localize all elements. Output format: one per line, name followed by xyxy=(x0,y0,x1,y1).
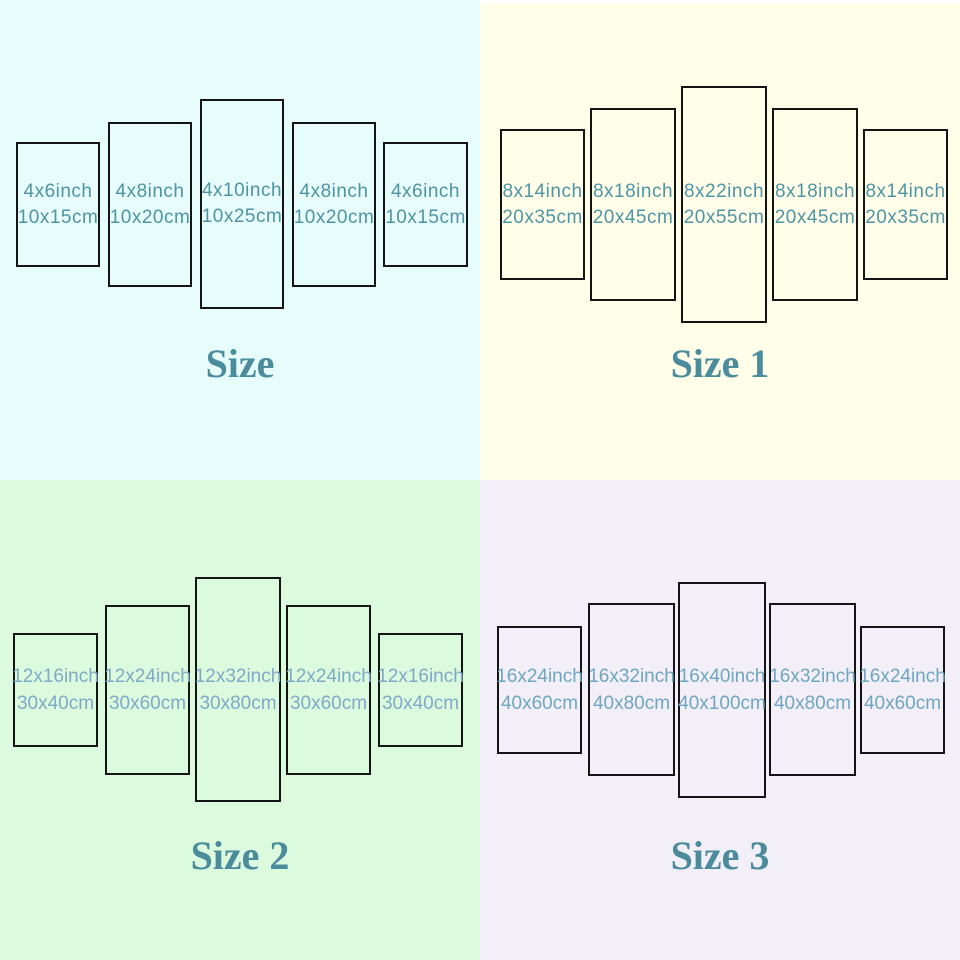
panel-inch-line: 12x16inch xyxy=(377,666,464,687)
panel-inch-line: 4x8inch xyxy=(115,180,185,202)
panel-size-label: 16x24inch 40x60cm xyxy=(859,663,946,717)
canvas-panel: 16x24inch 40x60cm xyxy=(496,626,583,754)
panel-cm-line: 20x35cm xyxy=(502,206,583,228)
panel-size-label: 12x32inch 30x80cm xyxy=(195,663,282,717)
panel-inch-line: 12x32inch xyxy=(194,665,282,687)
canvas-panel: 12x16inch 30x40cm xyxy=(12,633,99,747)
canvas-panel: 4x8inch 10x20cm xyxy=(292,122,376,287)
panel-inch-line: 4x6inch xyxy=(390,180,460,202)
panel-cm-line: 40x100cm xyxy=(678,693,766,714)
panel-inch-line: 8x14inch xyxy=(865,180,946,202)
canvas-panel: 16x32inch 40x80cm xyxy=(769,603,856,776)
panel-cm-line: 30x40cm xyxy=(381,693,460,714)
canvas-panel: 16x24inch 40x60cm xyxy=(859,626,946,754)
panel-cm-line: 40x60cm xyxy=(500,693,579,714)
top-white-strip xyxy=(480,0,960,4)
canvas-panel: 12x24inch 30x60cm xyxy=(104,605,191,775)
panel-size-label: 4x10inch 10x25cm xyxy=(202,178,283,230)
panel-inch-line: 4x10inch xyxy=(201,180,283,201)
panel-cm-line: 40x60cm xyxy=(863,693,942,714)
panel-size-label: 8x18inch 20x45cm xyxy=(593,179,674,231)
quadrant-title: Size 3 xyxy=(670,833,770,878)
quadrant-size-2: 12x16inch 30x40cm 12x24inch 30x60cm 12x3… xyxy=(0,480,480,960)
canvas-panel: 8x14inch 20x35cm xyxy=(863,129,948,280)
quadrant-title: Size 2 xyxy=(190,833,290,878)
panel-cm-line: 30x40cm xyxy=(16,693,95,714)
panel-size-label: 16x32inch 40x80cm xyxy=(588,663,675,717)
panel-inch-line: 4x6inch xyxy=(23,180,93,202)
canvas-panel: 12x24inch 30x60cm xyxy=(285,605,372,775)
canvas-panel: 4x10inch 10x25cm xyxy=(200,99,284,309)
panel-inch-line: 16x24inch xyxy=(496,666,583,687)
panel-cm-line: 10x20cm xyxy=(293,206,375,228)
canvas-panel: 12x32inch 30x80cm xyxy=(195,577,281,802)
panel-size-label: 12x16inch 30x40cm xyxy=(377,663,464,717)
panel-inch-line: 12x24inch xyxy=(104,666,191,687)
panel-size-label: 16x40inch 40x100cm xyxy=(678,663,766,717)
quadrant-size-3: 16x24inch 40x60cm 16x32inch 40x80cm 16x4… xyxy=(480,480,960,960)
panel-inch-line: 16x32inch xyxy=(588,665,675,687)
panel-inch-line: 16x32inch xyxy=(769,665,856,687)
canvas-panel: 12x16inch 30x40cm xyxy=(377,633,464,747)
panel-cm-line: 30x80cm xyxy=(199,692,277,714)
canvas-panel: 16x40inch 40x100cm xyxy=(678,582,766,798)
panel-cm-line: 10x25cm xyxy=(201,206,283,227)
panel-size-label: 12x16inch 30x40cm xyxy=(12,663,99,717)
panel-size-label: 4x8inch 10x20cm xyxy=(294,179,375,231)
canvas-panel: 8x14inch 20x35cm xyxy=(500,129,585,280)
canvas-panel: 4x8inch 10x20cm xyxy=(108,122,192,287)
quadrant-title: Size xyxy=(205,341,275,386)
panel-size-label: 8x14inch 20x35cm xyxy=(502,179,583,231)
panel-inch-line: 8x18inch xyxy=(592,180,674,202)
canvas-panel: 8x18inch 20x45cm xyxy=(772,108,858,301)
panel-inch-line: 16x24inch xyxy=(859,666,946,687)
panel-cm-line: 10x20cm xyxy=(109,206,191,228)
panel-inch-line: 8x22inch xyxy=(683,180,765,202)
panel-cm-line: 30x60cm xyxy=(289,693,368,714)
canvas-panel: 4x6inch 10x15cm xyxy=(16,142,100,267)
panel-inch-line: 4x8inch xyxy=(299,180,369,202)
panel-inch-line: 12x16inch xyxy=(12,666,99,687)
panel-size-label: 12x24inch 30x60cm xyxy=(104,663,191,717)
panel-inch-line: 12x24inch xyxy=(285,666,372,687)
canvas-panel: 8x22inch 20x55cm xyxy=(681,86,767,323)
panel-size-label: 12x24inch 30x60cm xyxy=(285,663,372,717)
panel-size-label: 16x32inch 40x80cm xyxy=(769,663,856,717)
panel-cm-line: 40x80cm xyxy=(773,692,852,714)
panel-cm-line: 40x80cm xyxy=(592,692,671,714)
panel-cm-line: 10x15cm xyxy=(385,206,466,228)
panel-cm-line: 20x35cm xyxy=(865,206,946,228)
quadrant-title: Size 1 xyxy=(670,341,770,386)
panel-inch-line: 8x18inch xyxy=(774,180,856,202)
panel-cm-line: 20x55cm xyxy=(683,206,765,228)
panel-size-label: 8x14inch 20x35cm xyxy=(865,179,946,231)
panel-size-label: 8x22inch 20x55cm xyxy=(684,179,765,231)
panel-cm-line: 10x15cm xyxy=(17,206,99,228)
quadrant-size: 4x6inch 10x15cm 4x8inch 10x20cm 4x10inch… xyxy=(0,0,480,480)
canvas-panel: 8x18inch 20x45cm xyxy=(590,108,676,301)
panel-cm-line: 20x45cm xyxy=(774,206,856,228)
quadrant-size-1: 8x14inch 20x35cm 8x18inch 20x45cm 8x22in… xyxy=(480,0,960,480)
canvas-panel: 16x32inch 40x80cm xyxy=(588,603,675,776)
canvas-panel: 4x6inch 10x15cm xyxy=(383,142,468,267)
panel-size-label: 4x8inch 10x20cm xyxy=(110,179,191,231)
panel-size-label: 4x6inch 10x15cm xyxy=(18,179,99,231)
panel-size-label: 4x6inch 10x15cm xyxy=(385,179,466,231)
panel-inch-line: 16x40inch xyxy=(678,666,766,687)
panel-inch-line: 8x14inch xyxy=(502,180,583,202)
panel-cm-line: 20x45cm xyxy=(592,206,674,228)
panel-size-label: 8x18inch 20x45cm xyxy=(775,179,856,231)
panel-size-label: 16x24inch 40x60cm xyxy=(496,663,583,717)
panel-cm-line: 30x60cm xyxy=(108,693,187,714)
